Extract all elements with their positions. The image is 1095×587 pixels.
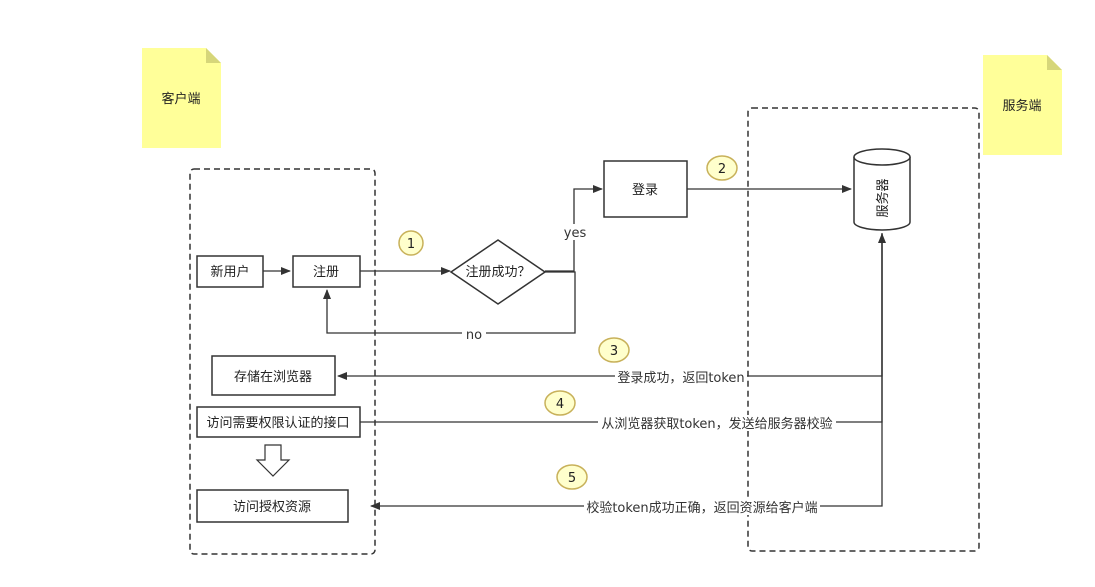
svg-text:3: 3 <box>610 344 618 359</box>
login-node: 登录 <box>603 160 688 218</box>
register-node: 注册 <box>292 255 361 288</box>
edge-server-to-resource <box>370 234 883 510</box>
client-group <box>189 168 376 555</box>
access-resource-label: 访问授权资源 <box>233 499 311 515</box>
access-auth-api-node: 访问需要权限认证的接口 <box>196 406 361 438</box>
server-database: 服务器 <box>853 148 911 231</box>
svg-text:1: 1 <box>407 237 415 252</box>
svg-text:2: 2 <box>718 162 726 177</box>
svg-text:4: 4 <box>556 397 564 412</box>
store-in-browser-node: 存储在浏览器 <box>211 355 336 396</box>
register-success-decision: 注册成功？ <box>449 239 547 305</box>
server-group <box>747 107 980 552</box>
step-badge-3: 3 <box>598 337 630 363</box>
fetch-token-label: 从浏览器获取token，发送给服务器校验 <box>601 416 832 432</box>
login-success-label: 登录成功，返回token <box>617 371 744 386</box>
edge-no-label: no <box>466 328 482 343</box>
register-success-label: 注册成功？ <box>465 265 530 280</box>
server-database-label: 服务器 <box>875 178 891 217</box>
svg-text:5: 5 <box>568 471 576 486</box>
edge-api-to-server <box>360 233 886 423</box>
register-label: 注册 <box>313 265 339 280</box>
verify-success-label: 校验token成功正确，返回资源给客户端 <box>586 500 817 516</box>
edge-no <box>323 271 576 334</box>
down-arrow-icon <box>255 444 291 477</box>
server-note-label: 服务端 <box>1002 98 1041 114</box>
step-badge-5: 5 <box>556 464 588 490</box>
access-resource-node: 访问授权资源 <box>196 489 349 523</box>
client-note: 客户端 <box>142 48 221 148</box>
step-badge-4: 4 <box>544 390 576 416</box>
edge-yes-label: yes <box>564 226 587 241</box>
new-user-label: 新用户 <box>210 264 249 280</box>
login-label: 登录 <box>632 183 658 198</box>
store-in-browser-label: 存储在浏览器 <box>234 369 312 385</box>
new-user-node: 新用户 <box>196 255 264 288</box>
step-badge-2: 2 <box>706 155 738 181</box>
step-badge-1: 1 <box>398 230 424 256</box>
server-note: 服务端 <box>983 55 1062 155</box>
access-auth-api-label: 访问需要权限认证的接口 <box>206 415 349 431</box>
client-note-label: 客户端 <box>161 91 200 107</box>
